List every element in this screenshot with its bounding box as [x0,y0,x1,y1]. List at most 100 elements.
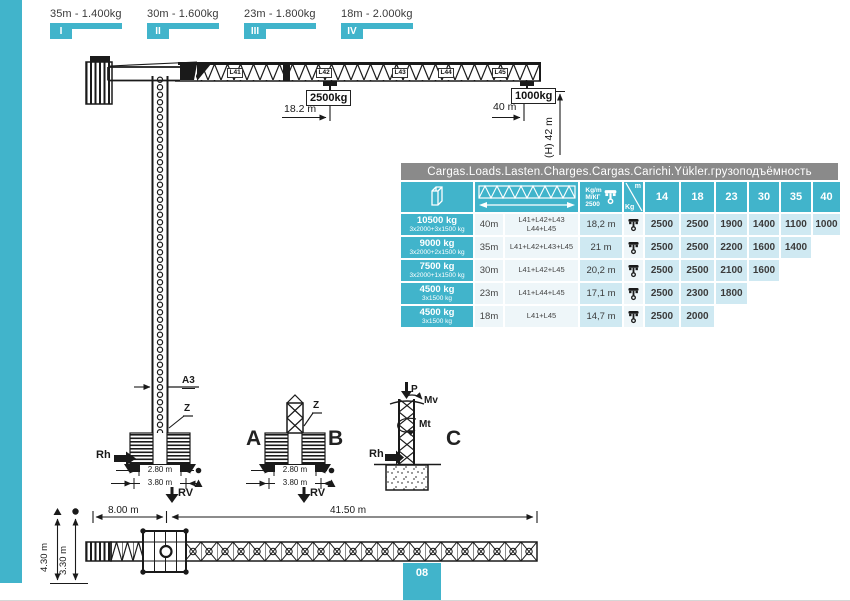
rv-force-label-b: RV [310,487,326,499]
load-cell: 2200 [716,237,747,258]
jib-section-tag: L41 [227,68,244,78]
legend-numeral: II [147,23,169,39]
height-outer-dim: 4.30 m [39,542,50,572]
ballast-cell: 4500 kg 3x1500 kg [401,283,473,304]
ballast-cell: 7500 kg 3x2000+1x1500 kg [401,260,473,281]
trolley-cell [624,306,643,327]
jib-length-cell: 23m [475,283,503,304]
tower-mast [151,76,169,433]
jib-truss-icon [477,184,576,208]
sections-cell: L41+L45 [505,306,578,327]
ballast-config: 3x2000+1x1500 kg [409,272,465,280]
height-inner-dim: 3.30 m [58,545,69,575]
kgm-line-2: М/КГ [585,193,601,201]
page-number: 08 [403,563,441,600]
radius-column-23: 23 [716,182,747,212]
max-load-radius-cell: 17,1 m [580,283,622,304]
trolley-hook-icon [628,241,639,254]
tip-hook-load-label: 1000kg [511,88,557,104]
diag-top-label: m [634,183,641,190]
load-cell: 2500 [645,283,679,304]
trolley-hook-icon [604,190,616,205]
jib-section-tag: L42 [316,68,333,78]
mt-moment-label: Mt [419,419,431,430]
jib-truss [175,62,541,82]
mast-section-label: A3 [182,375,195,389]
load-cell: 1000 [813,214,840,235]
ballast-cell: 10500 kg 3x2000+3x1500 kg [401,214,473,235]
ballast-block-icon [431,186,443,206]
counterjib-length-dim: 8.00 m [108,505,139,516]
rh-force-label-a: Rh [96,449,111,461]
radius-column-40: 40 [813,182,840,212]
jib-length-cell: 18m [475,306,503,327]
max-load-radius-cell: 18,2 m [580,214,622,235]
jib-length-cell: 35m [475,237,503,258]
ballast-z-label-b: Z [313,400,320,411]
legend-label: 35m - 1.400kg [50,8,122,20]
mid-hook-load-label: 2500kg [306,90,352,106]
ballast-config: 3x2000+3x1500 kg [409,226,465,234]
trolley-cell [624,237,643,258]
plan-view-drawing [85,528,538,575]
load-cell: 1400 [781,237,811,258]
sections-cell: L41+L42+L43+L45 [505,237,578,258]
legend-label: 23m - 1.800kg [244,8,316,20]
load-cell: 1900 [716,214,747,235]
legend-bar [266,23,316,29]
load-cell: 2500 [645,306,679,327]
radius-load-diagonal-header: m Kg [624,182,643,212]
jib-section-tag: L45 [492,68,509,78]
load-cell: 2500 [645,237,679,258]
max-load-radius-cell: 14,7 m [580,306,622,327]
base-variant-b-label: B [328,427,344,450]
rv-force-label-a: RV [178,487,194,499]
kgm-line-1: Kg/m [585,186,602,194]
base-b-outer-dim: 3.80 m [275,477,315,487]
ballast-total: 7500 kg [419,260,455,272]
base-variant-c-label: C [446,427,462,450]
legend-item-2: 30m - 1.600kg II [147,8,247,39]
base-c-drawing [374,382,441,491]
load-cell: 2500 [645,260,679,281]
legend-numeral: III [244,23,266,39]
trolley-cell [624,260,643,281]
max-load-radius-cell: 21 m [580,237,622,258]
jib-length-cell: 30m [475,260,503,281]
ballast-config: 3x2000+2x1500 kg [409,249,465,257]
sections-cell: L41+L42+L43 L44+L45 [505,214,578,235]
load-cell: 2300 [681,283,714,304]
mv-moment-label: Mv [424,395,438,406]
legend-item-3: 23m - 1.800kg III [244,8,344,39]
load-table-title: Cargas.Loads.Lasten.Charges.Cargas.Caric… [401,163,838,180]
ballast-total: 4500 kg [419,283,455,295]
ballast-config: 3x1500 kg [422,295,452,303]
ballast-total: 10500 kg [416,214,458,226]
ballast-config: 3x1500 kg [422,318,452,326]
ballast-cell: 4500 kg 3x1500 kg [401,306,473,327]
jib-length-cell: 40m [475,214,503,235]
load-cell: 1800 [716,283,747,304]
ballast-total: 4500 kg [419,306,455,318]
load-table: Kg/m М/КГ 2500 m Kg 14 18 23 30 35 40 [401,182,840,327]
legend-bar [169,23,219,29]
load-cell: 1100 [781,214,811,235]
accent-left-bar [0,0,22,583]
trolley-hook-icon [628,310,639,323]
base-b-inner-dim: 2.80 m [275,464,315,474]
load-cell: 2500 [681,214,714,235]
trolley-hook-icon [628,287,639,300]
jib-length-column-header [475,182,578,212]
legend-label: 30m - 1.600kg [147,8,219,20]
load-cell: 1600 [749,260,779,281]
diag-bottom-label: Kg [625,204,635,211]
sections-cell: L41+L42+L45 [505,260,578,281]
load-cell: 2000 [681,306,714,327]
load-cell: 2100 [716,260,747,281]
radius-column-35: 35 [781,182,811,212]
max-load-radius-cell: 20,2 m [580,260,622,281]
base-variant-a-label: A [246,427,262,450]
trolley-hook-icon [628,218,639,231]
load-cell: 2500 [681,260,714,281]
